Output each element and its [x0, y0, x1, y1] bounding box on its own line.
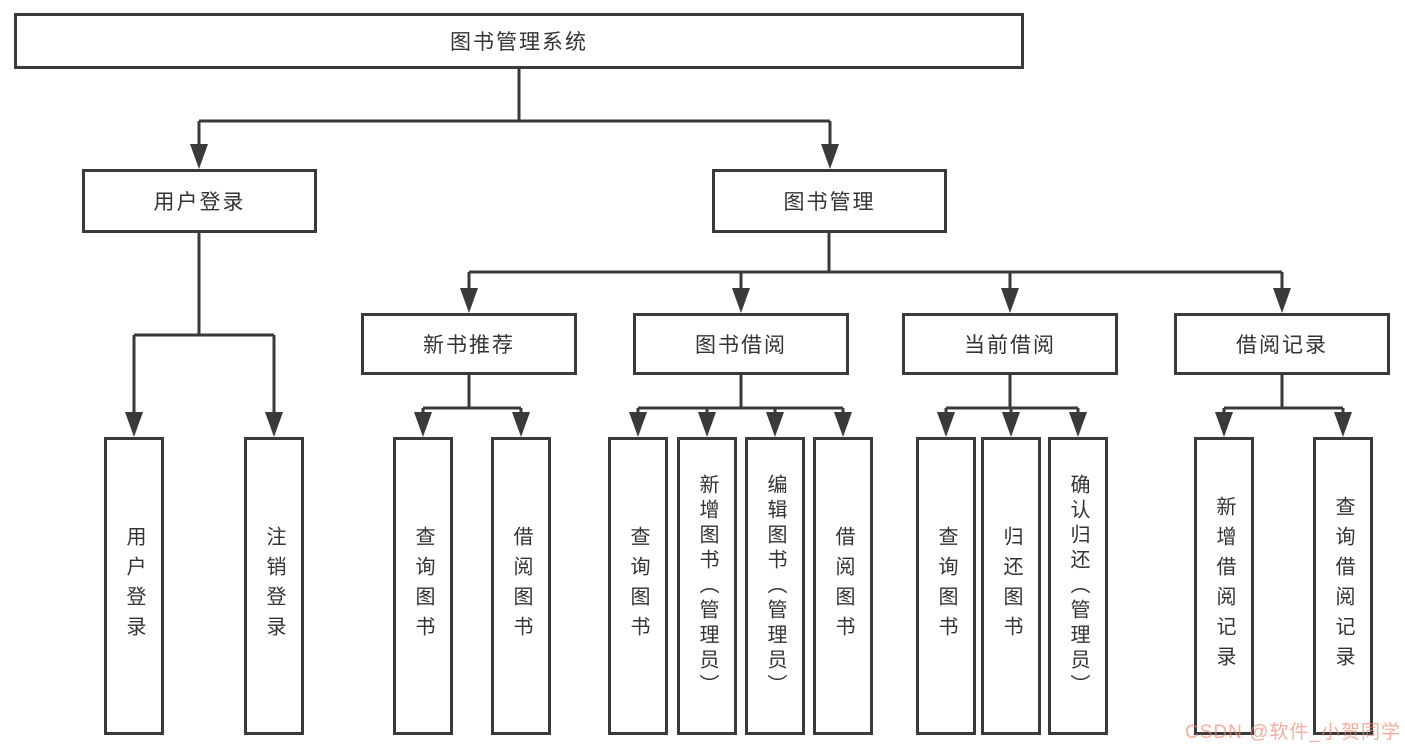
node-current-borrow: 当前借阅: [902, 313, 1118, 375]
leaf-user-login: 用户登录: [104, 437, 164, 735]
leaf-query-books-borrow: 查询图书: [608, 437, 668, 735]
node-library-management-system: 图书管理系统: [14, 13, 1024, 69]
leaf-return-books: 归还图书: [981, 437, 1041, 735]
node-label: 当前借阅: [964, 334, 1056, 357]
node-label: 查询借阅记录: [1332, 496, 1354, 676]
leaf-query-books-recommend: 查询图书: [393, 437, 453, 735]
node-label: 注销登录: [263, 526, 285, 646]
node-label: 新书推荐: [423, 334, 515, 357]
node-label: 用户登录: [153, 191, 246, 214]
node-label: 查询图书: [627, 526, 649, 646]
node-book-borrow: 图书借阅: [633, 313, 849, 375]
node-label: 图书借阅: [695, 334, 787, 357]
node-label: 确认归还（管理员）: [1067, 473, 1089, 699]
node-label: 借阅图书: [832, 526, 854, 646]
node-user-login: 用户登录: [82, 169, 317, 233]
node-label: 借阅图书: [510, 526, 532, 646]
node-label: 图书管理: [783, 191, 876, 214]
node-new-book-recommend: 新书推荐: [361, 313, 577, 375]
leaf-add-books-admin: 新增图书（管理员）: [677, 437, 737, 735]
node-label: 新增图书（管理员）: [696, 473, 718, 699]
leaf-borrow-books: 借阅图书: [813, 437, 873, 735]
node-book-management: 图书管理: [712, 169, 947, 233]
node-label: 编辑图书（管理员）: [764, 473, 786, 699]
node-label: 借阅记录: [1236, 334, 1328, 357]
node-label: 图书管理系统: [450, 31, 588, 54]
node-label: 归还图书: [1000, 526, 1022, 646]
leaf-query-borrow-record: 查询借阅记录: [1313, 437, 1373, 735]
node-label: 查询图书: [935, 526, 957, 646]
leaf-logout: 注销登录: [244, 437, 304, 735]
leaf-edit-books-admin: 编辑图书（管理员）: [745, 437, 805, 735]
leaf-borrow-books-recommend: 借阅图书: [491, 437, 551, 735]
node-label: 用户登录: [123, 526, 145, 646]
csdn-watermark: CSDN @软件_小贺同学: [1185, 722, 1401, 743]
node-label: 查询图书: [412, 526, 434, 646]
node-label: 新增借阅记录: [1213, 496, 1235, 676]
leaf-add-borrow-record: 新增借阅记录: [1194, 437, 1254, 735]
leaf-query-books-current: 查询图书: [916, 437, 976, 735]
node-borrow-records: 借阅记录: [1174, 313, 1390, 375]
leaf-confirm-return-admin: 确认归还（管理员）: [1048, 437, 1108, 735]
